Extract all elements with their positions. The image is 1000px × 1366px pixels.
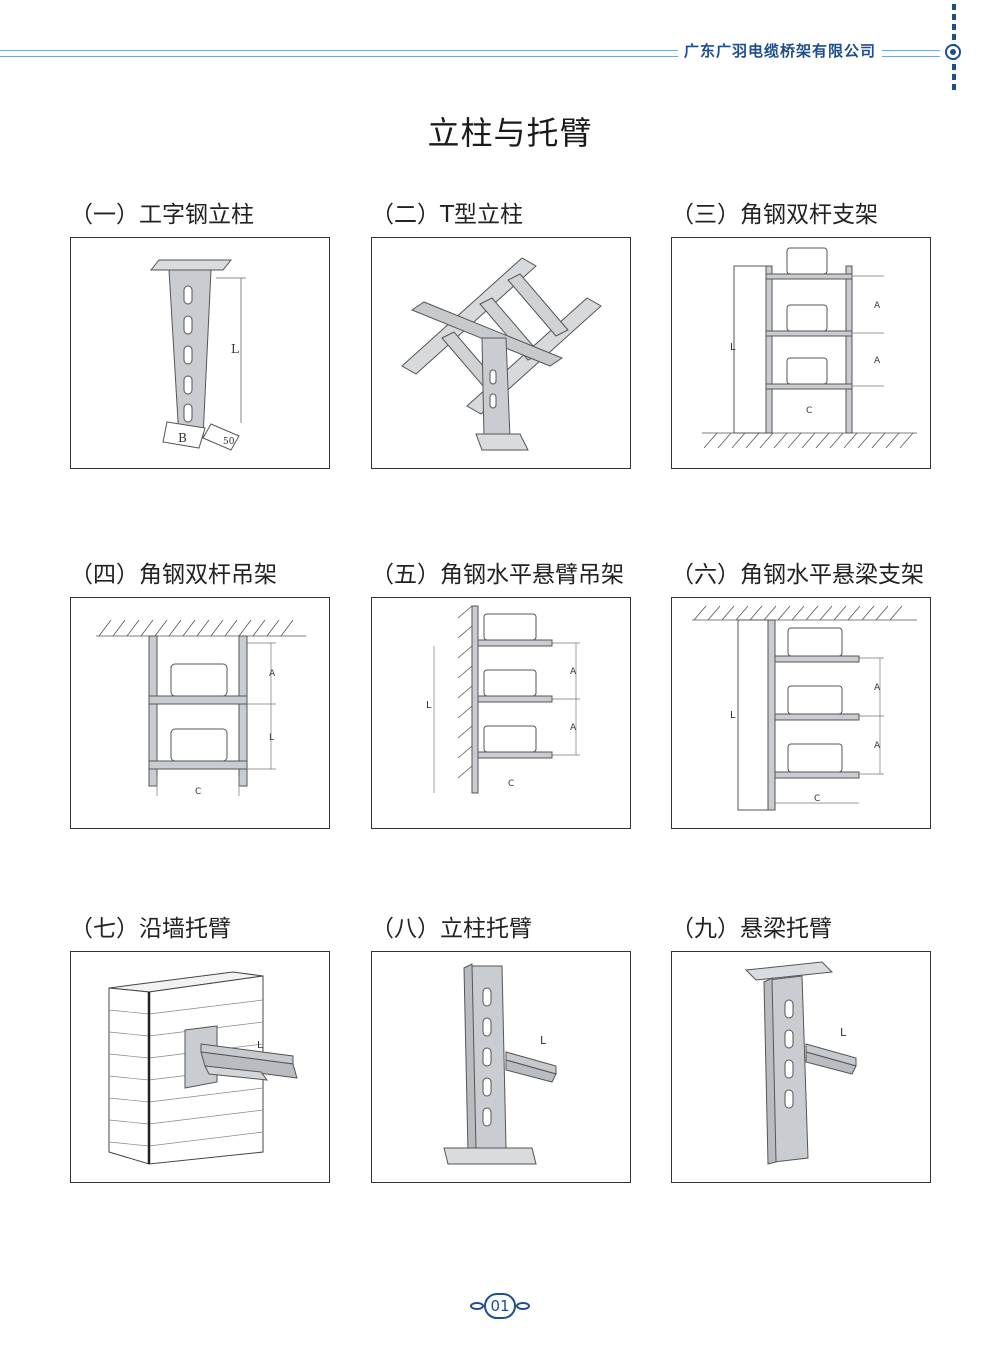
figure-beam-arm: （九）悬梁托臂 L xyxy=(671,909,931,1183)
page-number: 01 xyxy=(484,1293,516,1319)
figure-box: A L C xyxy=(70,597,330,829)
dim-l: L xyxy=(231,342,239,356)
angle-double-hanger-drawing: A L C xyxy=(96,619,306,797)
figure-label: （四）角钢双杆吊架 xyxy=(70,562,277,588)
figure-label: （一）工字钢立柱 xyxy=(70,202,254,228)
figure-column-arm: （八）立柱托臂 L xyxy=(371,909,631,1183)
dim-a: A xyxy=(269,669,276,679)
angle-cantilever-bracket-drawing: A A L C xyxy=(692,605,917,811)
dim-l: L xyxy=(730,342,736,353)
header-rule-lower xyxy=(0,56,940,57)
dim-l: L xyxy=(540,1034,547,1047)
dim-c: C xyxy=(508,779,514,789)
ornament-icon xyxy=(516,1302,530,1310)
page-title: 立柱与托臂 xyxy=(427,114,593,152)
dim-a: A xyxy=(874,356,881,366)
target-icon xyxy=(945,44,961,60)
t-column-drawing xyxy=(401,257,602,451)
figure-label: （九）悬梁托臂 xyxy=(671,916,832,942)
dim-c: C xyxy=(195,787,201,797)
figure-box: L xyxy=(70,951,330,1183)
page-number-badge: 01 xyxy=(470,1290,530,1326)
angle-cantilever-hanger-drawing: A A L C xyxy=(426,605,580,794)
i-beam-column-drawing: L B 50 xyxy=(149,259,246,451)
figure-box: A A L C xyxy=(671,597,931,829)
dim-c: C xyxy=(814,794,820,804)
beam-arm-drawing: L xyxy=(744,961,857,1165)
wall-arm-drawing: L xyxy=(108,971,298,1165)
dim-l: L xyxy=(426,700,432,711)
figure-i-beam-column: （一）工字钢立柱 L B 50 xyxy=(70,195,330,469)
figure-box: A A L C xyxy=(671,237,931,469)
figure-box: L xyxy=(371,951,631,1183)
dim-l: L xyxy=(269,733,274,743)
figure-label: （八）立柱托臂 xyxy=(371,916,532,942)
figure-label: （三）角钢双杆支架 xyxy=(671,202,878,228)
ornament-icon xyxy=(470,1302,484,1310)
figure-angle-double-hanger: （四）角钢双杆吊架 A L C xyxy=(70,555,330,829)
dim-l: L xyxy=(840,1026,847,1039)
dim-a: A xyxy=(570,723,577,733)
dim-c: C xyxy=(806,406,812,416)
dim-l: L xyxy=(730,710,736,721)
figure-angle-cantilever-hanger: （五）角钢水平悬臂吊架 A A L C xyxy=(371,555,631,829)
figure-label: （五）角钢水平悬臂吊架 xyxy=(371,562,624,588)
figure-box: L B 50 xyxy=(70,237,330,469)
dim-a: A xyxy=(874,683,881,693)
dim-50: 50 xyxy=(223,437,235,447)
figure-label: （二）T型立柱 xyxy=(371,202,524,228)
dim-l: L xyxy=(257,1040,263,1051)
header-rule xyxy=(0,50,940,51)
figure-angle-cantilever-bracket: （六）角钢水平悬梁支架 A A L C xyxy=(671,555,931,829)
figure-label: （六）角钢水平悬梁支架 xyxy=(671,562,924,588)
figure-label: （七）沿墙托臂 xyxy=(70,916,231,942)
figure-box: L xyxy=(671,951,931,1183)
dim-a: A xyxy=(570,667,577,677)
figure-box xyxy=(371,237,631,469)
dim-b: B xyxy=(178,431,187,445)
figure-box: A A L C xyxy=(371,597,631,829)
figure-wall-arm: （七）沿墙托臂 xyxy=(70,909,330,1183)
company-name: 广东广羽电缆桥架有限公司 xyxy=(677,40,882,61)
dim-a: A xyxy=(874,741,881,751)
angle-double-bracket-drawing: A A L C xyxy=(702,247,917,449)
figure-angle-double-bracket: （三）角钢双杆支架 A A L C xyxy=(671,195,931,469)
figure-t-column: （二）T型立柱 xyxy=(371,195,631,469)
column-arm-drawing: L xyxy=(443,963,557,1165)
dim-a: A xyxy=(874,301,881,311)
